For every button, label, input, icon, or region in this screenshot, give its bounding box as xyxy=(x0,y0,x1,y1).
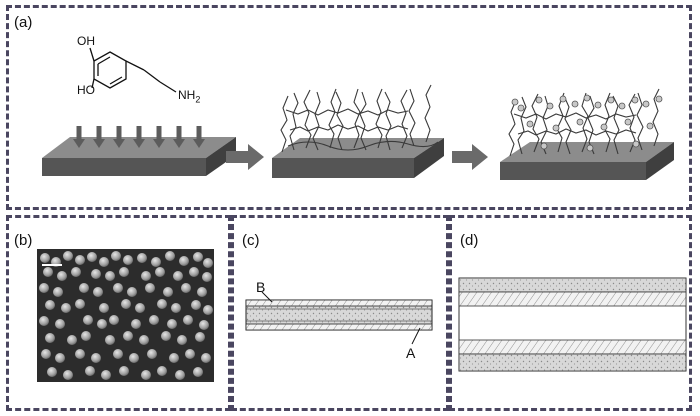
substrate-slab-2 xyxy=(272,138,444,178)
panel-b xyxy=(6,215,231,411)
molecule-ho-left: HO xyxy=(77,83,95,97)
molecule-amine: NH2 xyxy=(178,88,200,104)
panel-a-label: (a) xyxy=(14,14,33,31)
panel-d xyxy=(449,215,692,411)
molecule-oh-top: OH xyxy=(77,34,95,48)
panel-a xyxy=(6,5,692,210)
callout-b: B xyxy=(256,279,266,295)
panel-d-label: (d) xyxy=(460,232,479,249)
substrate-slab-1 xyxy=(42,137,236,176)
process-arrow-2 xyxy=(452,144,488,170)
dopamine-structure xyxy=(89,47,177,93)
amine-subscript: 2 xyxy=(195,94,201,105)
polymer-brushes-2 xyxy=(280,84,439,153)
panel-c xyxy=(231,215,449,411)
process-arrow-1 xyxy=(226,144,264,170)
panel-c-label: (c) xyxy=(242,232,260,249)
layered-structure-d xyxy=(458,277,687,372)
amine-text: NH xyxy=(178,88,196,102)
sem-micrograph xyxy=(37,249,214,382)
grafted-particles xyxy=(511,94,663,152)
polymer-brushes-3 xyxy=(508,88,660,157)
callout-a: A xyxy=(406,345,416,361)
panel-b-label: (b) xyxy=(14,232,33,249)
deposition-arrows xyxy=(73,126,205,148)
layered-structure-c xyxy=(245,291,433,345)
